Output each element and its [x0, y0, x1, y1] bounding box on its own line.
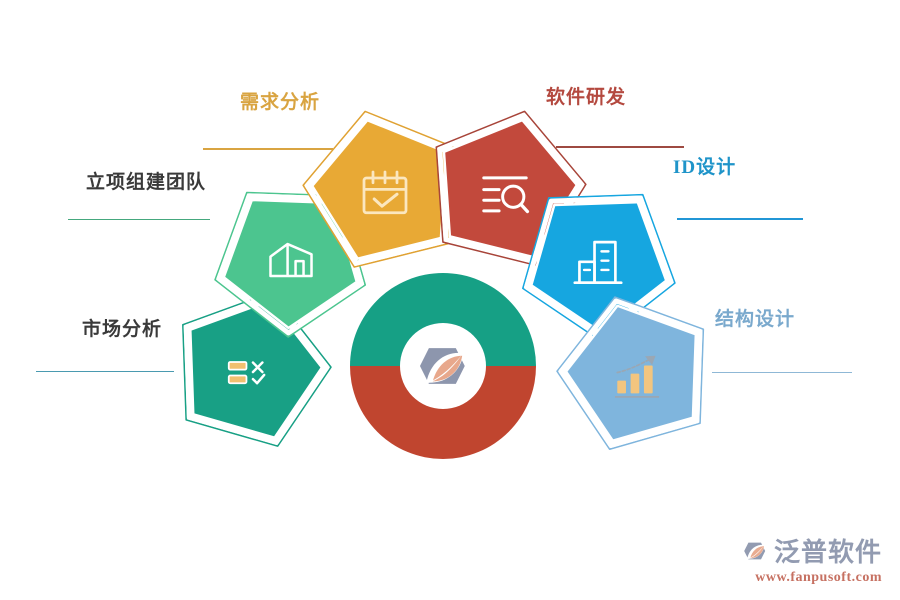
- pentagon-outer-ring: [302, 110, 456, 268]
- pentagon-white-ring: [558, 298, 703, 448]
- fanpu-leaf-logo-icon: [744, 542, 766, 559]
- pentagon-node-team[interactable]: [185, 150, 389, 353]
- center-circle-bottom: [350, 366, 536, 459]
- label-structure-design: 结构设计: [715, 309, 796, 330]
- label-id-design: ID设计: [673, 157, 737, 178]
- pentagon-white-ring: [524, 195, 674, 340]
- pentagon-nodes-group: [182, 93, 746, 473]
- label-rule-market-analysis: [36, 371, 174, 372]
- label-rule-requirement-analysis: [203, 148, 333, 150]
- watermark: 泛普软件 www.fanpusoft.com: [740, 532, 882, 586]
- pentagon-body: [564, 304, 698, 442]
- fanpu-leaf-logo-icon: [419, 348, 465, 384]
- watermark-url-text: www.fanpusoft.com: [755, 570, 882, 585]
- label-market-analysis: 市场分析: [82, 319, 163, 340]
- pentagon-white-ring: [304, 112, 454, 266]
- pentagon-white-ring: [437, 112, 585, 264]
- pentagon-node-demand[interactable]: [289, 93, 476, 275]
- center-circle-top: [350, 273, 536, 366]
- pentagon-outer-ring: [522, 193, 676, 342]
- label-requirement-analysis: 需求分析: [240, 92, 321, 113]
- pentagon-node-id[interactable]: [499, 152, 706, 357]
- pentagon-outer-ring: [556, 296, 705, 450]
- label-rule-project-team: [68, 219, 210, 220]
- pentagon-body: [530, 200, 668, 334]
- label-software-development: 软件研发: [546, 87, 627, 108]
- pentagon-outer-ring: [435, 110, 587, 266]
- label-project-team: 立项组建团队: [86, 172, 207, 193]
- label-rule-structure-design: [712, 372, 852, 373]
- watermark-brand-text: 泛普软件: [773, 537, 882, 567]
- watermark-brand-row: 泛普软件: [740, 532, 882, 569]
- label-rule-software-development: [556, 146, 684, 148]
- pentagon-node-struct[interactable]: [541, 266, 746, 473]
- center-emblem: [350, 273, 536, 459]
- label-rule-id-design: [677, 218, 803, 220]
